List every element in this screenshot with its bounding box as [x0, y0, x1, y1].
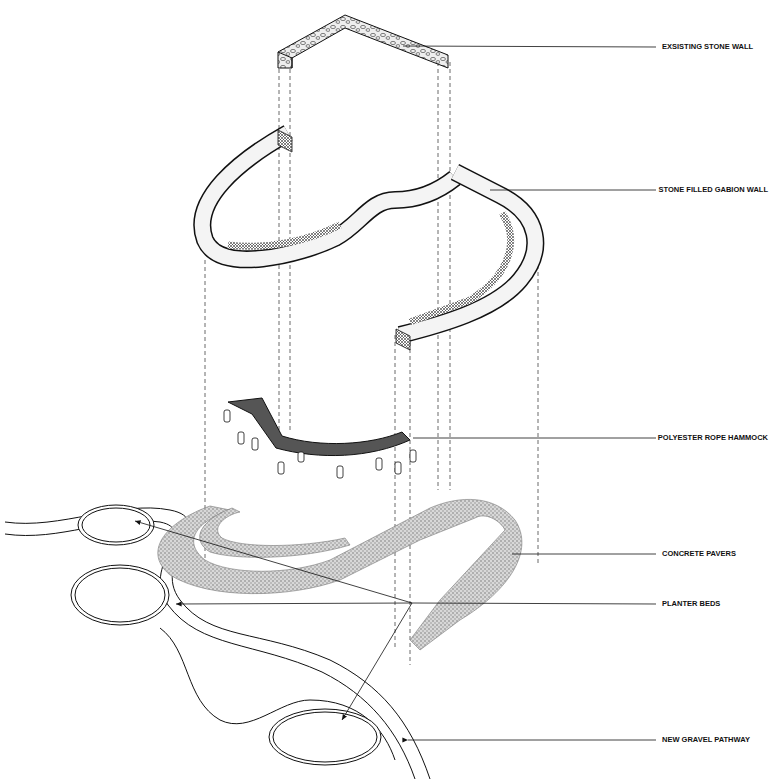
part-label: STONE FILLED GABION WALL [657, 185, 770, 195]
part-label: CONCRETE PAVERS [660, 549, 738, 559]
planter-beds [71, 505, 381, 765]
stone-wall [278, 15, 448, 68]
part-label: EXSISTING STONE WALL [660, 42, 755, 52]
part-label: POLYESTER ROPE HAMMOCK [656, 433, 770, 443]
concrete-pavers [158, 499, 522, 650]
rope-hammock [224, 398, 416, 478]
leader-lines [135, 46, 656, 740]
gabion-wall [202, 130, 535, 350]
part-label: PLANTER BEDS [660, 599, 722, 609]
part-label: NEW GRAVEL PATHWAY [660, 735, 752, 745]
